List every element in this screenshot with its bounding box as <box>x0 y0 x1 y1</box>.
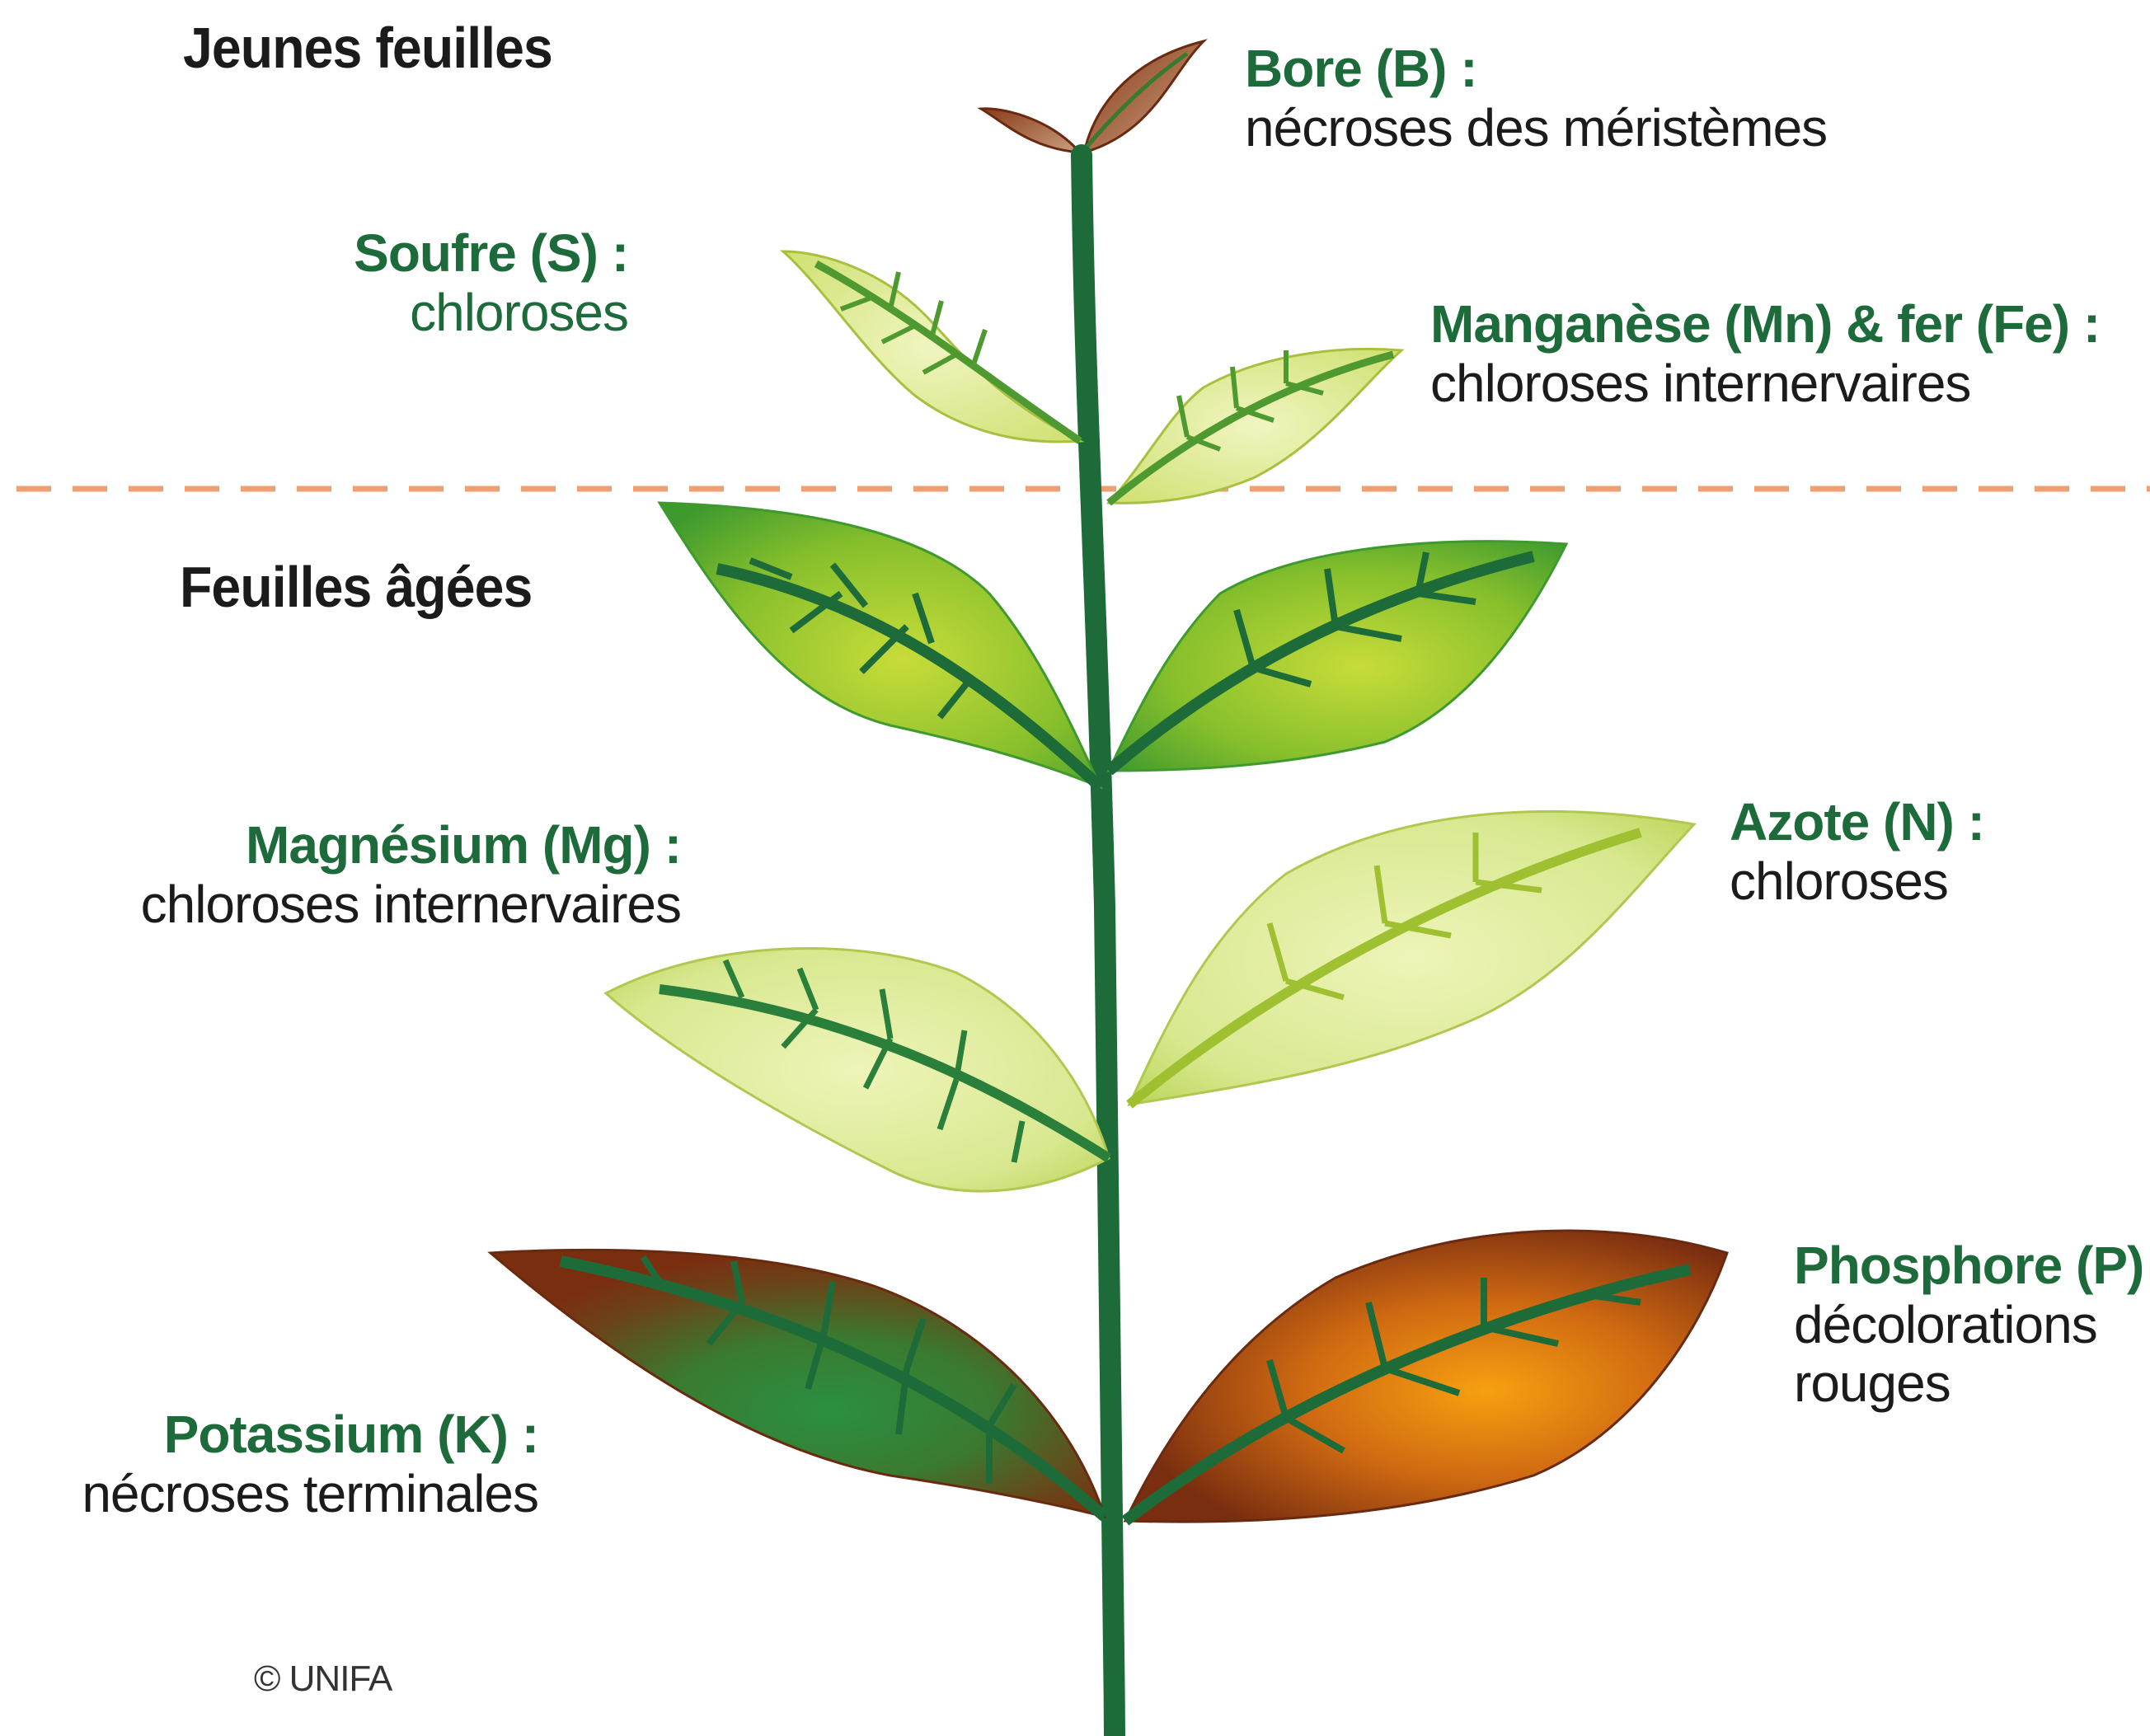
label-azote: Azote (N) : chloroses <box>1730 793 1984 911</box>
label-potassium-element: Potassium (K) : <box>82 1405 538 1465</box>
dark-green-leaf-left <box>660 503 1101 787</box>
azote-leaf <box>1129 811 1694 1105</box>
label-azote-symptom: chloroses <box>1730 852 1984 912</box>
label-magnesium-element: Magnésium (Mg) : <box>141 816 681 875</box>
soufre-leaf <box>783 251 1080 442</box>
label-bore-symptom: nécroses des méristèmes <box>1245 99 1827 158</box>
manganese-leaf <box>1109 349 1401 503</box>
label-phosphore-element: Phosphore (P) : <box>1794 1236 2150 1296</box>
copyright-text: © UNIFA <box>254 1659 392 1700</box>
phosphore-leaf <box>1125 1231 1727 1522</box>
label-phosphore: Phosphore (P) : décolorations rouges <box>1794 1236 2150 1414</box>
dark-green-leaf-right <box>1109 542 1566 771</box>
label-manganese-element: Manganèse (Mn) & fer (Fe) : <box>1430 295 2100 354</box>
bore-leaf-left <box>981 109 1080 152</box>
label-bore-element: Bore (B) : <box>1245 40 1827 99</box>
label-potassium: Potassium (K) : nécroses terminales <box>82 1405 538 1523</box>
label-soufre-symptom: chloroses <box>354 284 628 343</box>
bore-leaves <box>981 41 1204 152</box>
label-phosphore-symptom-2: rouges <box>1794 1354 2150 1414</box>
section-young-leaves: Jeunes feuilles <box>183 15 552 81</box>
label-phosphore-symptom-1: décolorations <box>1794 1296 2150 1355</box>
label-magnesium-symptom: chloroses internervaires <box>141 875 681 935</box>
label-soufre-element: Soufre (S) : <box>354 224 628 284</box>
bore-leaf-right <box>1084 41 1204 152</box>
label-potassium-symptom: nécroses terminales <box>82 1465 538 1524</box>
potassium-leaf <box>491 1250 1105 1517</box>
label-soufre: Soufre (S) : chloroses <box>354 224 628 342</box>
section-old-leaves: Feuilles âgées <box>180 554 532 620</box>
label-manganese: Manganèse (Mn) & fer (Fe) : chloroses in… <box>1430 295 2100 413</box>
label-bore: Bore (B) : nécroses des méristèmes <box>1245 40 1827 157</box>
label-manganese-symptom: chloroses internervaires <box>1430 354 2100 414</box>
label-magnesium: Magnésium (Mg) : chloroses internervaire… <box>141 816 681 934</box>
magnesium-leaf <box>606 948 1109 1191</box>
label-azote-element: Azote (N) : <box>1730 793 1984 852</box>
